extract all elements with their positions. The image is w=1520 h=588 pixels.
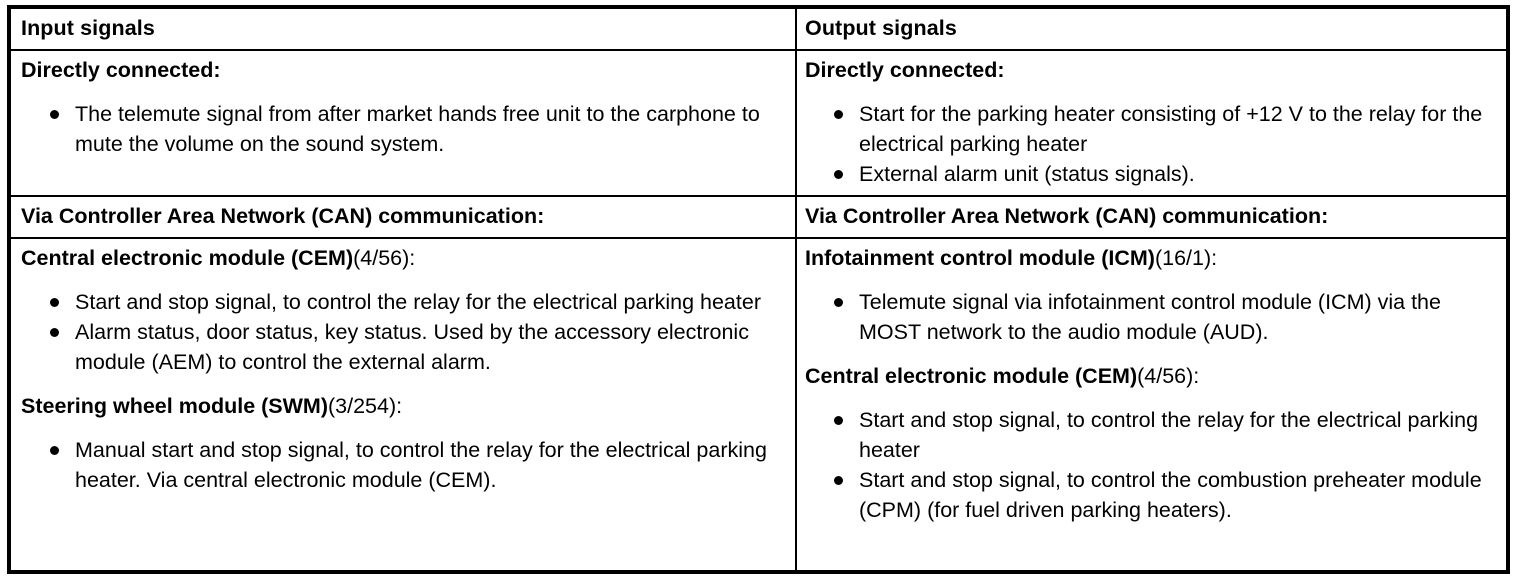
bullet-list-input-cem: Start and stop signal, to control the re… — [21, 287, 781, 377]
header-cell-output: Output signals — [797, 9, 1506, 49]
bullet-dot-icon — [50, 446, 59, 455]
bullet-list-output-direct: Start for the parking heater consisting … — [805, 99, 1505, 189]
module-title-cem-output: Central electronic module (CEM)(4/56): — [805, 361, 1505, 391]
list-item: Manual start and stop signal, to control… — [21, 435, 781, 495]
list-item: The telemute signal from after market ha… — [21, 99, 781, 159]
list-item-text: Start and stop signal, to control the re… — [859, 408, 1479, 462]
module-title-bold: Central electronic module (CEM) — [805, 364, 1138, 388]
module-title-ref: (16/1): — [1154, 246, 1218, 270]
module-title-cem-input: Central electronic module (CEM)(4/56): — [21, 243, 781, 273]
subheading-can-output: Via Controller Area Network (CAN) commun… — [805, 204, 1329, 228]
bullet-dot-icon — [50, 298, 59, 307]
bullet-dot-icon — [834, 170, 843, 179]
table-row-can-header: Via Controller Area Network (CAN) commun… — [11, 197, 1506, 239]
module-title-ref: (4/56): — [1137, 364, 1200, 388]
cell-output-directly-connected: Directly connected: Start for the parkin… — [797, 51, 1515, 195]
column-header-input-signals: Input signals — [21, 16, 155, 40]
bullet-dot-icon — [50, 110, 59, 119]
list-item-text: External alarm unit (status signals). — [859, 162, 1195, 186]
bullet-list-output-icm: Telemute signal via infotainment control… — [805, 287, 1505, 347]
module-title-swm-input: Steering wheel module (SWM)(3/254): — [21, 391, 781, 421]
list-item-text: Start for the parking heater consisting … — [859, 102, 1483, 156]
list-item: Start and stop signal, to control the re… — [21, 287, 781, 317]
subheading-can-input: Via Controller Area Network (CAN) commun… — [21, 204, 545, 228]
bullet-list-output-cem: Start and stop signal, to control the re… — [805, 405, 1505, 525]
list-item: Alarm status, door status, key status. U… — [21, 317, 781, 377]
list-item: External alarm unit (status signals). — [805, 159, 1505, 189]
list-item-text: The telemute signal from after market ha… — [75, 102, 760, 156]
module-title-bold: Steering wheel module (SWM) — [21, 394, 328, 418]
signals-table: Input signals Output signals Directly co… — [7, 5, 1510, 574]
table-row-can-body: Central electronic module (CEM)(4/56): S… — [11, 239, 1506, 570]
list-item: Telemute signal via infotainment control… — [805, 287, 1505, 347]
bullet-list-input-direct: The telemute signal from after market ha… — [21, 99, 781, 159]
module-title-bold: Infotainment control module (ICM) — [805, 246, 1155, 270]
bullet-list-input-swm: Manual start and stop signal, to control… — [21, 435, 781, 495]
list-item: Start and stop signal, to control the re… — [805, 405, 1505, 465]
module-title-bold: Central electronic module (CEM) — [21, 246, 354, 270]
cell-input-can-header: Via Controller Area Network (CAN) commun… — [11, 197, 797, 237]
cell-output-can-body: Infotainment control module (ICM)(16/1):… — [797, 239, 1515, 570]
module-title-ref: (4/56): — [353, 246, 416, 270]
table-header-row: Input signals Output signals — [11, 9, 1506, 51]
table-row-directly-connected: Directly connected: The telemute signal … — [11, 51, 1506, 197]
bullet-dot-icon — [834, 416, 843, 425]
cell-input-can-body: Central electronic module (CEM)(4/56): S… — [11, 239, 797, 570]
column-header-output-signals: Output signals — [805, 16, 957, 40]
list-item: Start for the parking heater consisting … — [805, 99, 1505, 159]
cell-input-directly-connected: Directly connected: The telemute signal … — [11, 51, 797, 195]
list-item-text: Telemute signal via infotainment control… — [859, 290, 1441, 344]
bullet-dot-icon — [50, 328, 59, 337]
subheading-directly-connected-output: Directly connected: — [805, 58, 1005, 82]
bullet-dot-icon — [834, 110, 843, 119]
module-title-ref: (3/254): — [328, 394, 403, 418]
cell-output-can-header: Via Controller Area Network (CAN) commun… — [797, 197, 1506, 237]
list-item-text: Start and stop signal, to control the co… — [859, 468, 1482, 522]
subheading-directly-connected-input: Directly connected: — [21, 58, 221, 82]
bullet-dot-icon — [834, 476, 843, 485]
list-item-text: Start and stop signal, to control the re… — [75, 290, 761, 314]
module-title-icm-output: Infotainment control module (ICM)(16/1): — [805, 243, 1505, 273]
list-item-text: Manual start and stop signal, to control… — [75, 438, 767, 492]
list-item: Start and stop signal, to control the co… — [805, 465, 1505, 525]
bullet-dot-icon — [834, 298, 843, 307]
header-cell-input: Input signals — [11, 9, 797, 49]
list-item-text: Alarm status, door status, key status. U… — [75, 320, 749, 374]
